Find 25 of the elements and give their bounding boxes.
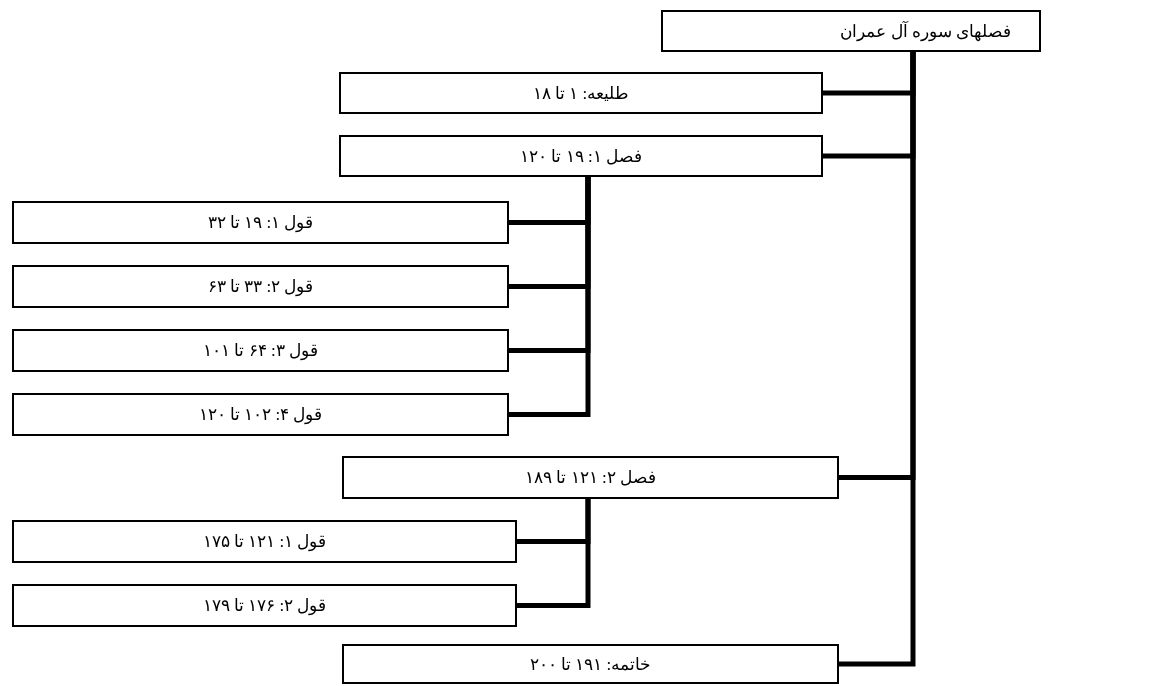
section-box: [12, 265, 509, 308]
section-box: [12, 584, 517, 627]
section-label: فصلهای سوره آل عمران: [840, 20, 1011, 42]
section-box: [339, 135, 823, 177]
connector-line: [509, 177, 591, 417]
section-label: قول ۲: ۳۳ تا ۶۳: [207, 276, 314, 297]
connector-line: [517, 499, 591, 608]
section-box: [12, 329, 509, 372]
section-label: خاتمه: ۱۹۱ تا ۲۰۰: [529, 653, 652, 675]
section-box: [12, 393, 509, 436]
section-box: [12, 520, 517, 563]
section-label: فصل ۱: ۱۹ تا ۱۲۰: [520, 145, 642, 167]
section-label: قول ۴: ۱۰۲ تا ۱۲۰: [198, 404, 323, 425]
section-label: قول ۱: ۱۲۱ تا ۱۷۵: [202, 531, 327, 552]
section-box: [661, 10, 1041, 52]
section-label: قول ۱: ۱۹ تا ۳۲: [207, 212, 314, 233]
section-label: قول ۲: ۱۷۶ تا ۱۷۹: [202, 595, 327, 616]
section-box: [342, 456, 839, 499]
section-box: [12, 201, 509, 244]
section-label: طلیعه: ۱ تا ۱۸: [532, 82, 630, 104]
section-label: قول ۳: ۶۴ تا ۱۰۱: [203, 340, 318, 361]
section-label: فصل ۲: ۱۲۱ تا ۱۸۹: [525, 467, 656, 488]
section-box: [339, 72, 823, 114]
connector-line: [839, 52, 916, 667]
section-box: [342, 644, 839, 684]
